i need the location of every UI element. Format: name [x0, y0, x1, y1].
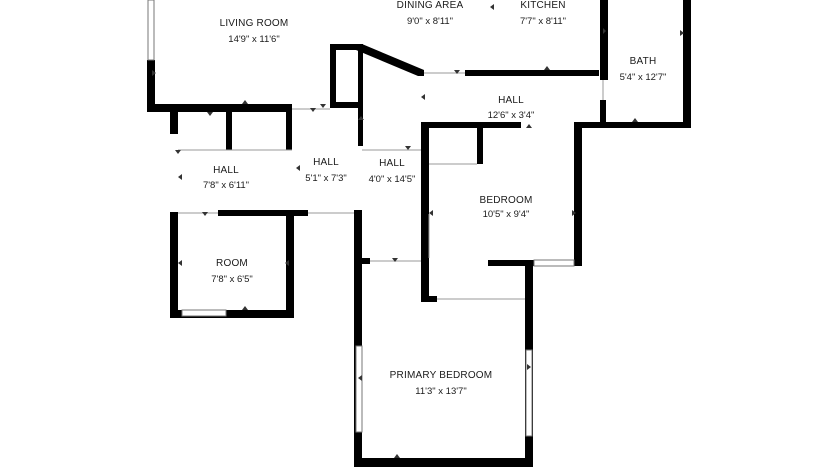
room-name: BATH — [629, 56, 657, 67]
room-dimensions: 7'8" x 6'5" — [211, 274, 253, 285]
door-openings — [178, 72, 604, 300]
room-dimensions: 5'4" x 12'7" — [619, 72, 667, 83]
room-dimensions: 12'6" x 3'4" — [487, 110, 535, 121]
room-name: LIVING ROOM — [219, 18, 289, 29]
room-name: BEDROOM — [479, 195, 533, 206]
room-dimensions: 11'3" x 13'7" — [415, 386, 467, 397]
walls — [147, 0, 691, 467]
dimension-ticks — [152, 4, 684, 458]
room-name: HALL — [213, 165, 239, 176]
room-name: PRIMARY BEDROOM — [389, 370, 493, 381]
room-name: ROOM — [216, 258, 248, 269]
room-name: KITCHEN — [520, 0, 566, 11]
room-name: DINING AREA — [396, 0, 464, 11]
room-dimensions: 14'9" x 11'6" — [228, 34, 280, 45]
room-dimensions: 10'5" x 9'4" — [482, 209, 530, 220]
room-dimensions: 5'1" x 7'3" — [305, 173, 347, 184]
room-name: HALL — [498, 95, 524, 106]
room-name: HALL — [379, 158, 405, 169]
room-dimensions: 9'0" x 8'11" — [406, 16, 454, 27]
room-dimensions: 7'8" x 6'11" — [202, 180, 250, 191]
room-dimensions: 7'7" x 8'11" — [519, 16, 567, 27]
windows — [147, 0, 575, 437]
room-dimensions: 4'0" x 14'5" — [368, 174, 416, 185]
room-name: HALL — [313, 157, 339, 168]
